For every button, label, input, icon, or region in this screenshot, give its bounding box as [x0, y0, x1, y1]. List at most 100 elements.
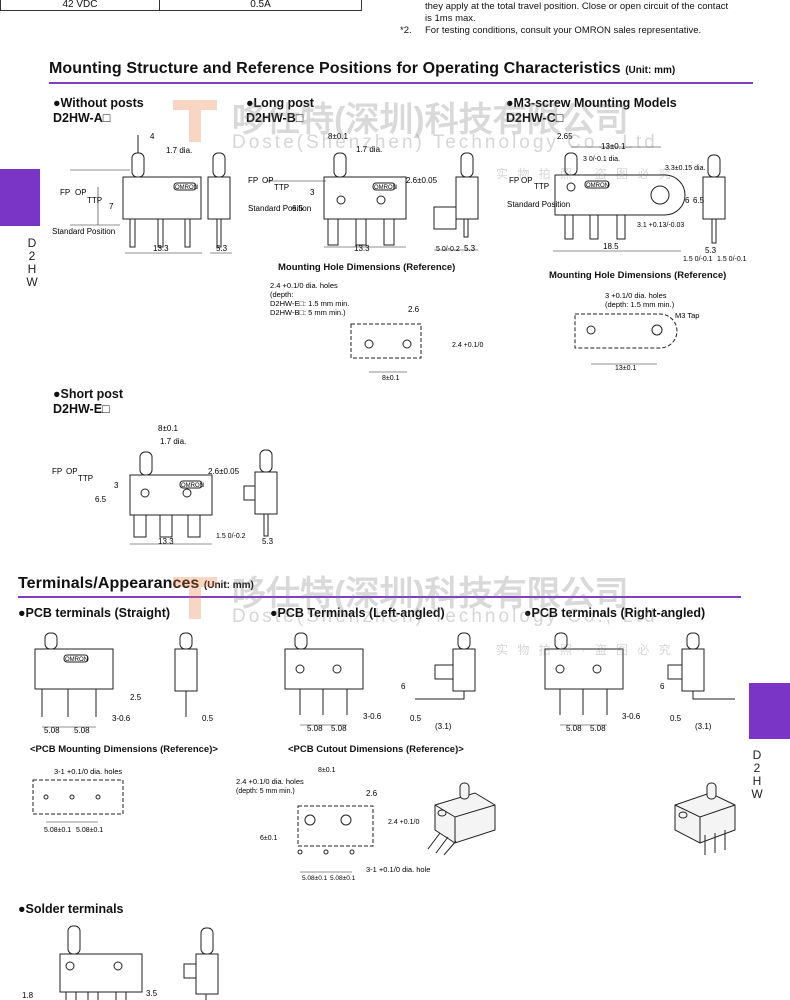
svg-text:13.3: 13.3 — [158, 537, 174, 546]
section-title-mounting: Mounting Structure and Reference Positio… — [49, 60, 676, 77]
drawing-pcb-straight: OMRON 2.5 5.08 5.08 3-0.6 0.5 — [34, 632, 214, 735]
svg-text:6.5: 6.5 — [95, 495, 107, 504]
svg-text:8±0.1: 8±0.1 — [382, 375, 400, 382]
drawing-mounting-holes-2: 3 +0.1/0 dia. holes (depth: 1.5 mm min.)… — [574, 291, 699, 372]
svg-text:3-0.6: 3-0.6 — [622, 712, 641, 721]
svg-text:5.08±0.1: 5.08±0.1 — [76, 827, 103, 834]
svg-text:2.6±0.05: 2.6±0.05 — [208, 467, 240, 476]
svg-text:6±0.1: 6±0.1 — [260, 835, 278, 842]
svg-text:3: 3 — [310, 188, 315, 197]
svg-text:OP: OP — [521, 176, 533, 185]
svg-text:5.08±0.1: 5.08±0.1 — [44, 827, 71, 834]
svg-text:FP: FP — [248, 176, 258, 185]
section-title-terminals: Terminals/Appearances (Unit: mm) — [18, 575, 254, 592]
note-2: For testing conditions, consult your OMR… — [425, 25, 702, 36]
svg-text:3-1 +0.1/0 dia. holes: 3-1 +0.1/0 dia. holes — [54, 767, 122, 776]
svg-text:3.1 +0.13/-0.03: 3.1 +0.13/-0.03 — [637, 222, 684, 229]
drawing-pcb-left: 5.08 5.08 3-0.6 6 0.5 (3.1) — [284, 632, 476, 733]
svg-text:1.5 0/-0.1: 1.5 0/-0.1 — [683, 256, 713, 263]
terminal-pcb-right: ●PCB terminals (Right-angled) — [524, 606, 706, 620]
svg-text:8±0.1: 8±0.1 — [318, 767, 336, 774]
svg-text:6.5: 6.5 — [292, 204, 304, 213]
side-tab-bottom — [749, 683, 790, 739]
svg-text:3.5: 3.5 — [146, 989, 158, 998]
section-rule-1 — [49, 82, 753, 84]
drawing-long-post: OMRON 8±0.1 1.7 dia. FP OP TTP 3 Standar… — [248, 132, 479, 253]
svg-text:TTP: TTP — [274, 183, 289, 192]
svg-text:2.5: 2.5 — [130, 693, 142, 702]
svg-text:2.4 +0.1/0 dia. holes: 2.4 +0.1/0 dia. holes — [270, 281, 338, 290]
svg-text:D2HW-E□: 1.5 mm min.: D2HW-E□: 1.5 mm min. — [270, 299, 349, 308]
mounting-hole-title-2: Mounting Hole Dimensions (Reference) — [549, 270, 727, 281]
svg-text:(3.1): (3.1) — [435, 722, 452, 731]
svg-text:1.8: 1.8 — [22, 991, 34, 1000]
illustration-3d-left — [427, 782, 496, 855]
drawing-pcb-mounting: 3-1 +0.1/0 dia. holes 5.08±0.1 5.08±0.1 — [32, 767, 124, 834]
svg-text:0.5: 0.5 — [202, 714, 214, 723]
section-rule-2 — [18, 596, 741, 598]
model-without-posts: ●Without posts D2HW-A□ — [53, 96, 144, 125]
svg-text:3 +0.1/0 dia. holes: 3 +0.1/0 dia. holes — [605, 291, 667, 300]
terminal-pcb-left: ●PCB Terminals (Left-angled) — [270, 606, 445, 620]
svg-text:5.08: 5.08 — [74, 726, 90, 735]
mounting-hole-title-1: Mounting Hole Dimensions (Reference) — [278, 262, 456, 273]
svg-text:5.08: 5.08 — [331, 724, 347, 733]
svg-text:2.4 +0.1/0: 2.4 +0.1/0 — [452, 342, 483, 349]
svg-text:5.08: 5.08 — [590, 724, 606, 733]
svg-text:1.7 dia.: 1.7 dia. — [160, 437, 186, 446]
spec-current: 0.5A — [159, 0, 362, 11]
svg-text:2.65: 2.65 — [557, 132, 573, 141]
model-m3-screw: ●M3-screw Mounting Models D2HW-C□ — [506, 96, 677, 125]
svg-text:FP: FP — [60, 188, 70, 197]
svg-text:6: 6 — [685, 196, 690, 205]
model-short-post: ●Short post D2HW-E□ — [53, 387, 124, 416]
svg-text:3: 3 — [114, 481, 119, 490]
spec-table: 42 VDC 0.5A — [0, 0, 362, 11]
svg-text:FP: FP — [509, 176, 519, 185]
model-long-post: ●Long post D2HW-B□ — [246, 96, 314, 125]
svg-text:OMRON: OMRON — [374, 185, 397, 191]
svg-text:1.5 0/-0.1: 1.5 0/-0.1 — [717, 256, 747, 263]
svg-text:TTP: TTP — [78, 474, 93, 483]
pcb-mounting-title: <PCB Mounting Dimensions (Reference)> — [30, 744, 218, 755]
svg-text:5.3: 5.3 — [216, 244, 228, 253]
svg-text:5.08±0.1: 5.08±0.1 — [330, 875, 356, 882]
svg-text:3-0.6: 3-0.6 — [363, 712, 382, 721]
svg-text:13±0.1: 13±0.1 — [601, 142, 626, 151]
svg-text:0.5: 0.5 — [670, 714, 682, 723]
svg-text:Standard Position: Standard Position — [52, 227, 115, 236]
svg-text:5.3: 5.3 — [705, 246, 717, 255]
svg-text:M3 Tap: M3 Tap — [675, 311, 699, 320]
svg-text:TTP: TTP — [534, 182, 549, 191]
watermark-logo-icon — [173, 100, 217, 142]
svg-text:2.6±0.05: 2.6±0.05 — [406, 176, 438, 185]
svg-text:5 0/-0.2: 5 0/-0.2 — [436, 246, 460, 253]
svg-text:5.08±0.1: 5.08±0.1 — [302, 875, 328, 882]
svg-text:1.5 0/-0.2: 1.5 0/-0.2 — [216, 533, 246, 540]
svg-text:8±0.1: 8±0.1 — [158, 424, 179, 433]
svg-text:1.7 dia.: 1.7 dia. — [356, 145, 382, 154]
svg-text:2.4 +0.1/0: 2.4 +0.1/0 — [388, 819, 419, 826]
note-1: they apply at the total travel position.… — [425, 1, 729, 24]
omron-logo: OMRON — [175, 185, 198, 191]
svg-text:OMRON: OMRON — [181, 483, 204, 489]
svg-text:OMRON: OMRON — [65, 657, 88, 663]
svg-text:6: 6 — [660, 682, 665, 691]
drawing-without-posts: OMRON 4 1.7 dia. FP OP TTP 7 Standard Po… — [52, 132, 232, 254]
svg-text:OP: OP — [262, 176, 274, 185]
note-2-mark: *2. — [400, 25, 412, 36]
svg-text:1.7 dia.: 1.7 dia. — [166, 146, 192, 155]
svg-text:13.3: 13.3 — [354, 244, 370, 253]
svg-text:5.08: 5.08 — [307, 724, 323, 733]
svg-text:3-0.6: 3-0.6 — [112, 714, 131, 723]
svg-text:(depth:: (depth: — [270, 290, 293, 299]
drawing-pcb-right: 5.08 5.08 3-0.6 6 0.5 (3.1) — [544, 632, 735, 733]
drawing-short-post: OMRON 8±0.1 1.7 dia. FP OP TTP 3 6.5 2.6… — [52, 424, 278, 546]
drawing-solder: 1.8 3.5 — [22, 925, 219, 1000]
svg-text:5.3: 5.3 — [262, 537, 274, 546]
illustration-3d-right — [674, 782, 736, 855]
drawing-pcb-cutout: 8±0.1 2.4 +0.1/0 dia. holes (depth: 5 mm… — [236, 767, 430, 882]
drawing-m3-screw: OMRON 2.65 13±0.1 3 0/-0.1 dia. 3.3±0.15… — [507, 132, 747, 263]
svg-text:2.4 +0.1/0 dia. holes: 2.4 +0.1/0 dia. holes — [236, 777, 304, 786]
svg-text:Standard Position: Standard Position — [248, 204, 311, 213]
